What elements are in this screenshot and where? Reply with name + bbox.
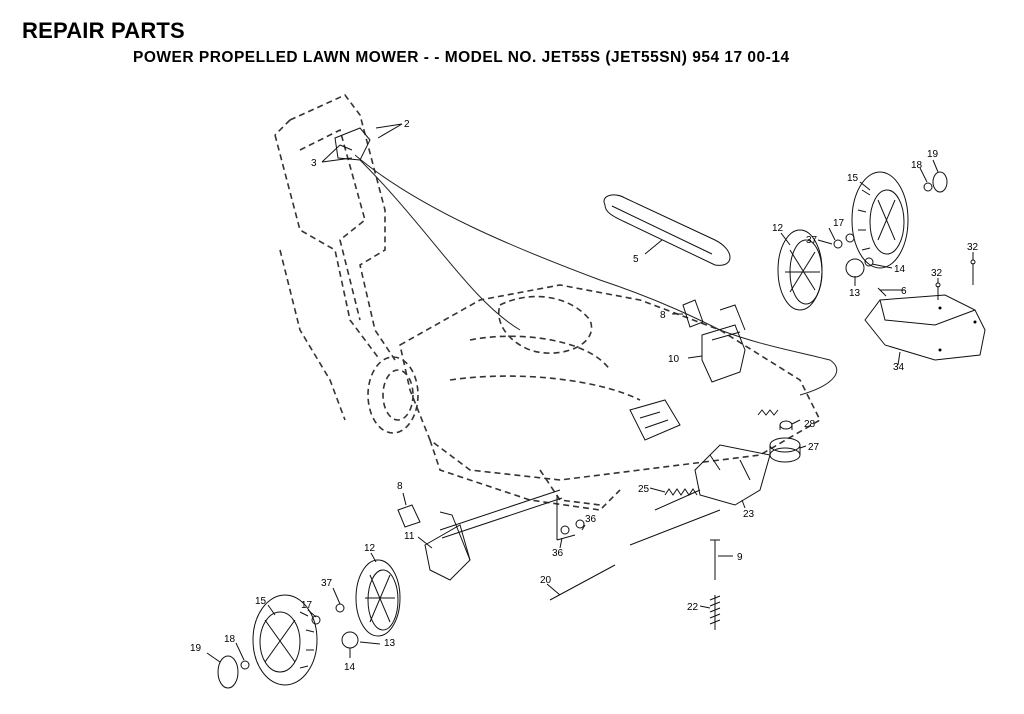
callout-6: 6: [901, 286, 907, 297]
callout-20: 20: [540, 575, 552, 586]
bolt-9: [710, 539, 720, 580]
callout-32-mid: 32: [931, 268, 943, 279]
knob-8-left: [397, 504, 421, 528]
mower-deck-outline: [399, 284, 822, 511]
throttle-cable: [359, 159, 521, 331]
page-title: REPAIR PARTS: [22, 18, 185, 43]
callout-8-right: 8: [660, 310, 666, 321]
callout-37-right: 37: [806, 235, 818, 246]
callout-17-right: 17: [833, 218, 845, 229]
callout-2: 2: [404, 119, 410, 130]
callout-3: 3: [311, 158, 317, 169]
callout-9: 9: [737, 552, 743, 563]
callout-14-left: 14: [344, 662, 356, 673]
drive-guard-34: [864, 294, 986, 361]
callout-17-left: 17: [301, 600, 313, 611]
spring-22: [709, 595, 721, 630]
callout-13-right: 13: [849, 288, 861, 299]
callout-12-right: 12: [772, 223, 784, 234]
control-cable: [354, 154, 838, 396]
page-subtitle: POWER PROPELLED LAWN MOWER - - MODEL NO.…: [133, 49, 790, 66]
transmission-23: [654, 444, 771, 511]
callout-36-lower: 36: [552, 548, 564, 559]
right-wheel-hub-12: [777, 229, 823, 311]
leader-lines: [206, 123, 974, 663]
callout-32-top: 32: [967, 242, 979, 253]
nuts-36: [556, 495, 585, 541]
rear-wheel-ghost: [367, 356, 419, 434]
left-tire-15: [252, 594, 318, 686]
callout-19-right: 19: [927, 149, 939, 160]
drive-belt: [603, 194, 731, 266]
callout-14-right: 14: [894, 264, 906, 275]
drive-control-10: [701, 304, 746, 383]
callout-12-left: 12: [364, 543, 376, 554]
callout-34: 34: [893, 362, 905, 373]
handle-outline: [274, 94, 396, 421]
nut-28: [779, 420, 793, 430]
callout-18-left: 18: [224, 634, 236, 645]
callout-5: 5: [633, 254, 639, 265]
callout-27: 27: [808, 442, 820, 453]
right-tire-15: [851, 171, 909, 269]
callout-36-upper: 36: [585, 514, 597, 525]
handle-control-bracket: [334, 127, 371, 161]
callout-37-left: 37: [321, 578, 333, 589]
callout-8-left: 8: [397, 481, 403, 492]
screws-32: [877, 259, 976, 300]
spring-25: [664, 488, 698, 496]
callout-18-right: 18: [911, 160, 923, 171]
axle-shafts: [439, 489, 721, 601]
left-wheel-small-parts: [217, 603, 359, 689]
callout-19-left: 19: [190, 643, 202, 654]
pulley-27: [769, 437, 801, 463]
callout-22: 22: [687, 602, 699, 613]
knob-8-right: [682, 299, 704, 328]
callout-13-left: 13: [384, 638, 396, 649]
callout-28: 28: [804, 419, 816, 430]
left-height-adjuster-11: [424, 511, 471, 581]
callout-labels: 2 3 5 6 8 8 9 10 11 12 12 13 13 14 14 15…: [190, 119, 979, 673]
callout-11: 11: [404, 531, 415, 542]
callout-10: 10: [668, 354, 680, 365]
callout-15-left: 15: [255, 596, 267, 607]
vent-box: [629, 399, 681, 441]
spring-upper: [757, 409, 779, 416]
right-wheel-small-parts: [833, 171, 948, 278]
left-wheel-hub-12: [355, 559, 401, 637]
callout-15-right: 15: [847, 173, 859, 184]
callout-23: 23: [743, 509, 755, 520]
callout-25: 25: [638, 484, 650, 495]
